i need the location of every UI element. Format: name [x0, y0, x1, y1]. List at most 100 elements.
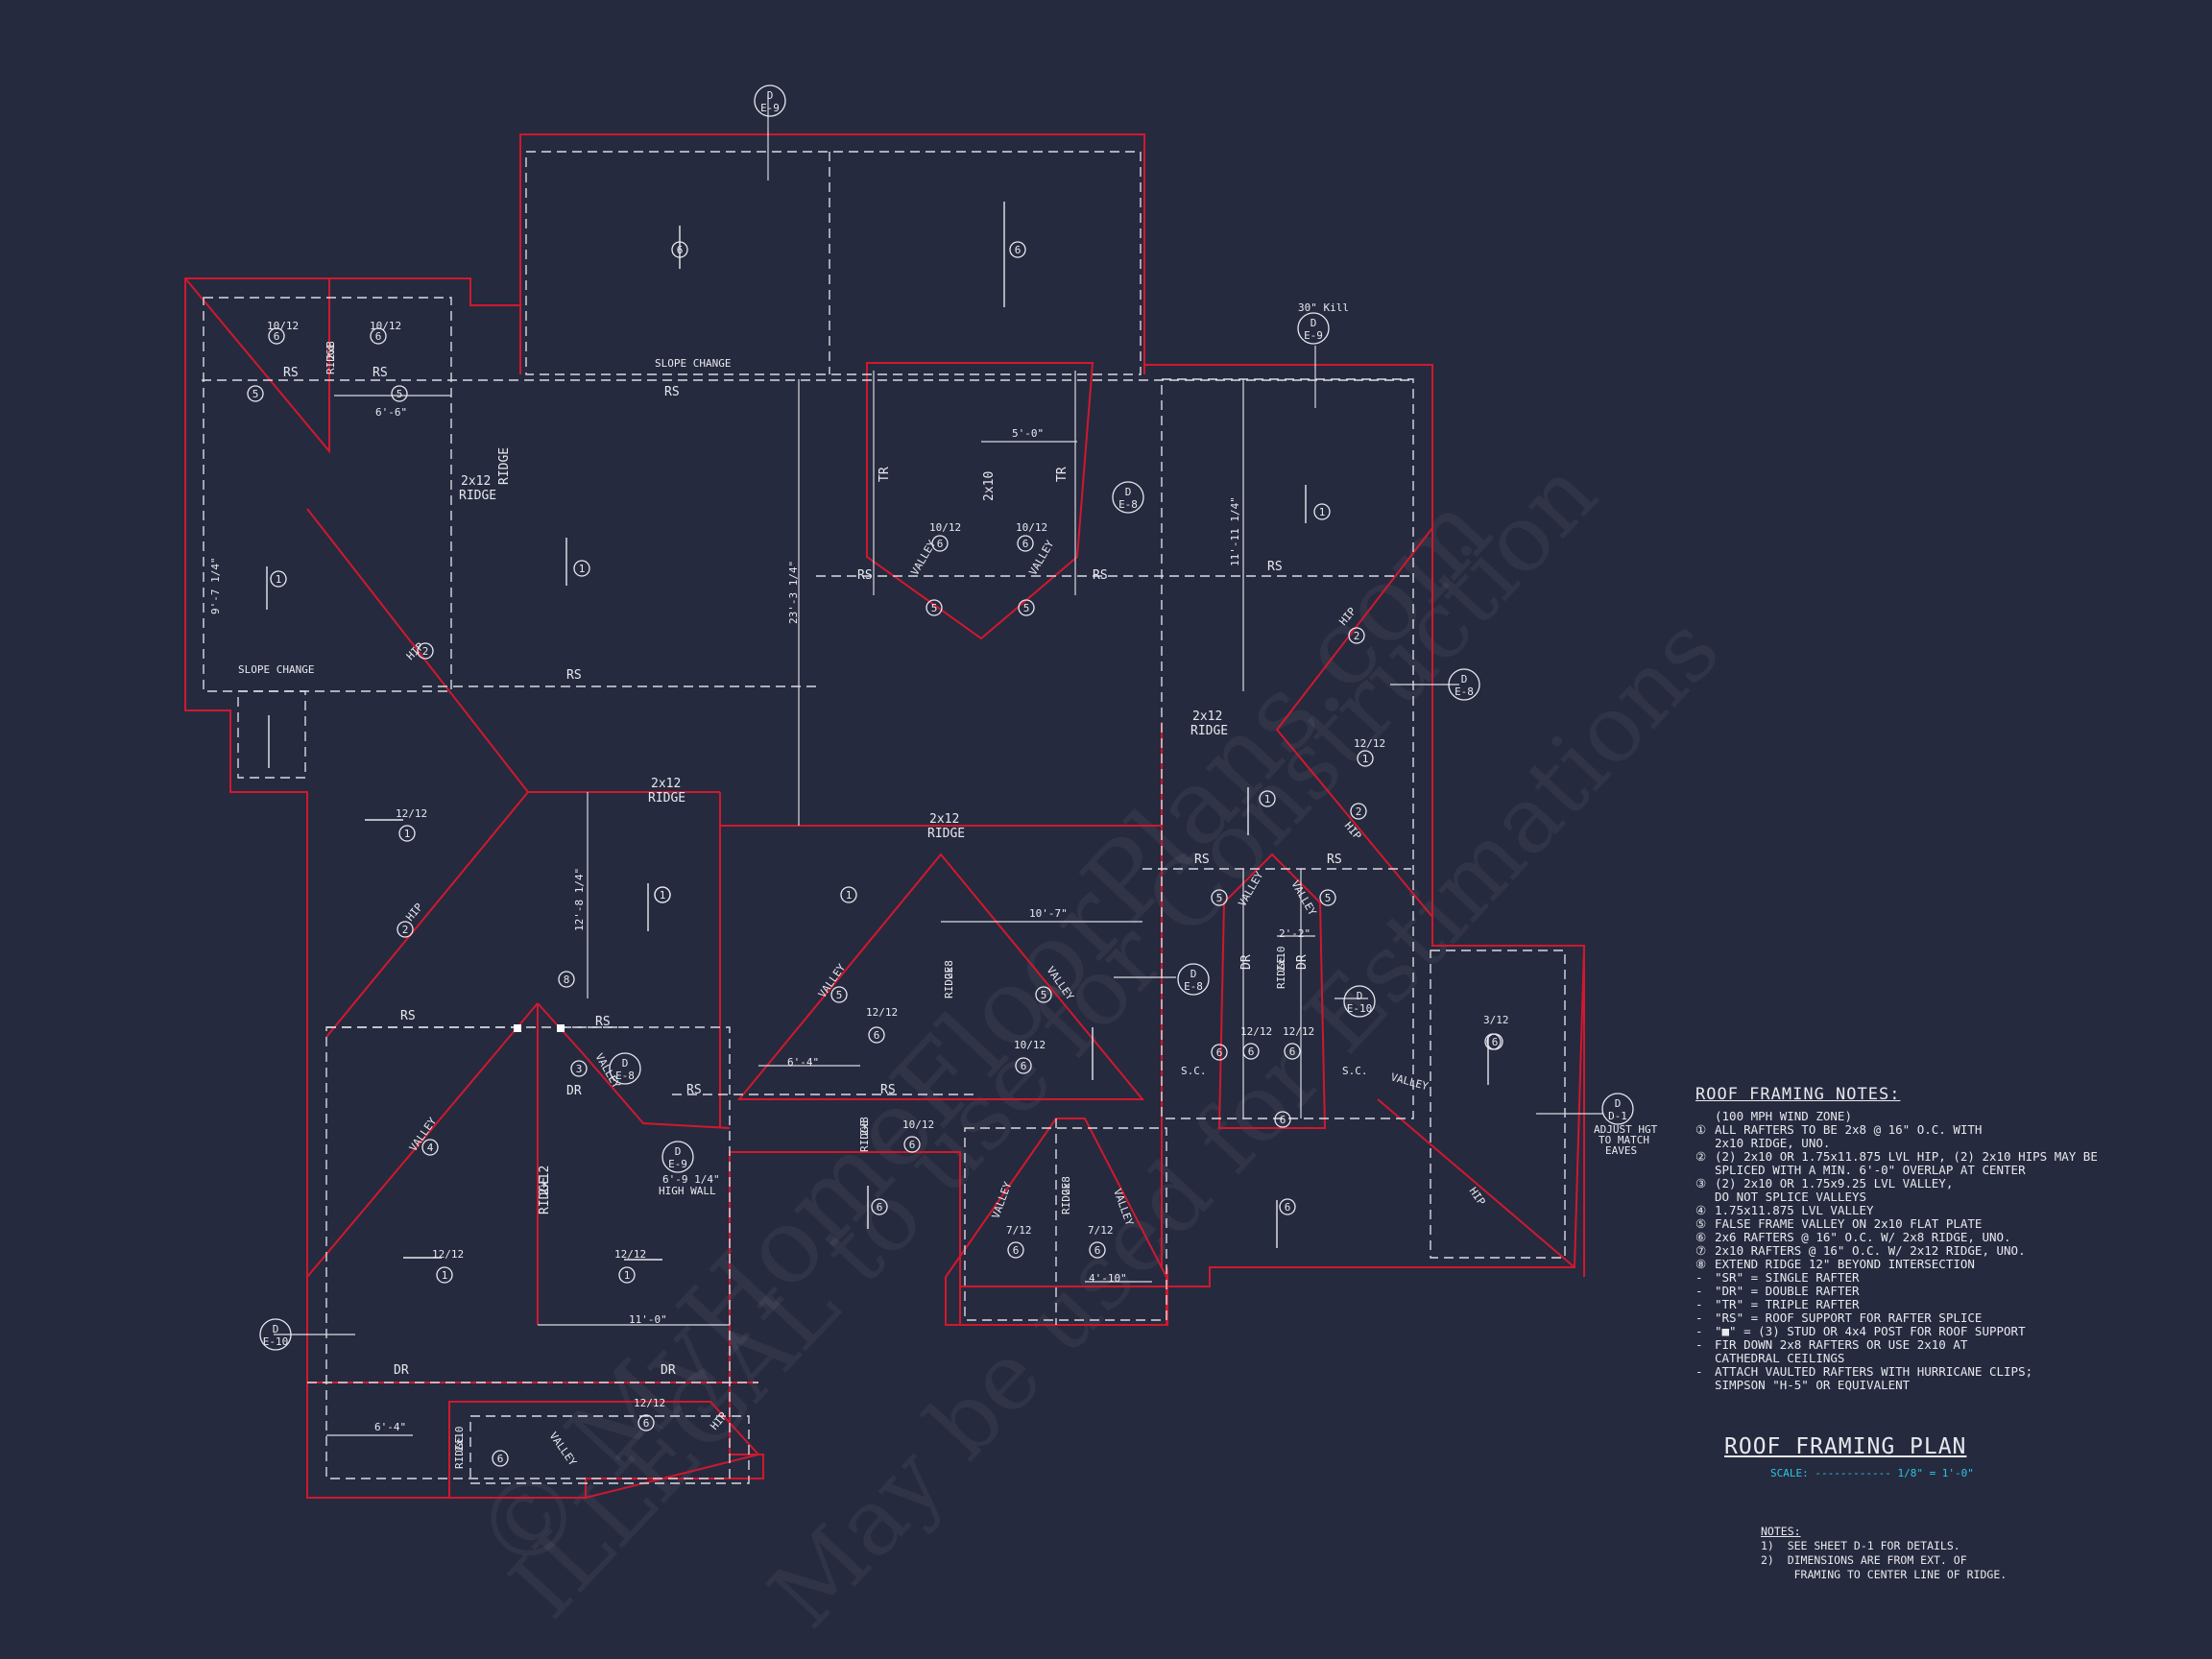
plan-label: D [622, 1057, 629, 1070]
plan-label: TR [878, 467, 892, 482]
plan-label: 30" Kill [1298, 301, 1349, 314]
note-marker: - [1695, 1270, 1703, 1285]
note-marker: - [1695, 1297, 1703, 1311]
slope-arrows [266, 202, 1489, 1261]
plan-label: 2'-2" [1279, 927, 1310, 940]
note-text: 1.75x11.875 LVL VALLEY [1715, 1203, 1874, 1217]
plan-label: 3/12 [1483, 1014, 1509, 1026]
plan-label: VALLEY [1026, 538, 1056, 577]
note-text: (100 MPH WIND ZONE) [1715, 1109, 1852, 1123]
plan-label: RIDGE [648, 791, 685, 805]
framing-note: -"SR" = SINGLE RAFTER [1695, 1271, 2195, 1285]
plan-label: RIDGE [858, 1120, 871, 1152]
plan-label: 9'-7 1/4" [209, 557, 222, 614]
plan-label: DR [661, 1363, 676, 1378]
plan-label: 5 [1023, 602, 1030, 614]
plan-label: D [1310, 317, 1317, 329]
plan-label: 6 [937, 538, 944, 550]
plan-label: 6 [1285, 1201, 1291, 1214]
plan-label: 1 [660, 889, 666, 902]
s-wing-dash [325, 1026, 731, 1479]
plan-label: 2x10 [453, 1427, 466, 1453]
callout-numbers: 6 6 6 6 5 5 1 1 2 1 6 6 5 5 1 1 2 2 1 5 … [252, 244, 1499, 1465]
note-marker: ④ [1695, 1203, 1707, 1217]
plan-label: 10/12 [929, 521, 961, 534]
plan-label: 12/12 [634, 1397, 665, 1409]
plan-label: 6 [874, 1029, 880, 1042]
note-text: 2x10 RAFTERS @ 16" O.C. W/ 2x12 RIDGE, U… [1715, 1243, 2026, 1258]
plan-label: 2 [1356, 805, 1362, 818]
plan-label: 12/12 [432, 1248, 464, 1261]
plan-label: 6 [1022, 538, 1029, 550]
plan-label: D [273, 1323, 279, 1335]
plan-label: D [1461, 673, 1468, 685]
plan-label: 6 [909, 1139, 916, 1151]
plan-label: RIDGE [325, 343, 337, 374]
plan-label: 6 [1280, 1114, 1286, 1126]
plan-label: 6 [677, 244, 684, 256]
plan-label: SLOPE CHANGE [655, 357, 731, 370]
note-marker [1695, 1352, 1715, 1365]
framing-note: DO NOT SPLICE VALLEYS [1695, 1190, 2195, 1204]
section-markers: D E-9 D E-9 D E-8 D E-8 D E-8 D E-10 D D… [263, 89, 1627, 1348]
plan-label: 1 [624, 1269, 631, 1282]
general-notes: NOTES: 1) SEE SHEET D-1 FOR DETAILS. 2) … [1761, 1525, 2007, 1582]
upper-roof-outline [519, 133, 1145, 374]
plan-label: 6 [643, 1417, 650, 1430]
plan-label: 2x10 [1275, 947, 1287, 973]
plan-label: 7/12 [1088, 1224, 1114, 1237]
se-bay-dash [1430, 950, 1566, 1259]
note-marker [1695, 1379, 1715, 1392]
framing-note: (100 MPH WIND ZONE) [1695, 1110, 2195, 1123]
plan-label: 1 [1362, 753, 1369, 765]
plan-label: RS [566, 668, 582, 683]
plan-label: HIGH WALL [659, 1185, 716, 1197]
plan-label: 5 [931, 602, 938, 614]
plan-label: 6'-9 1/4" [662, 1173, 720, 1186]
plan-label: HIP [1467, 1185, 1488, 1208]
plan-scale: SCALE: ------------ 1/8" = 1'-0" [1770, 1467, 1974, 1479]
plan-label: D [767, 89, 774, 102]
plan-label: RS [373, 366, 388, 380]
plan-label: RS [664, 385, 680, 399]
plan-label: VALLEY [1236, 869, 1265, 908]
note-text: "DR" = DOUBLE RAFTER [1715, 1284, 1860, 1298]
plan-label: RS [1327, 853, 1342, 867]
north-gable [866, 362, 1094, 640]
plan-label: 12/12 [1354, 737, 1385, 750]
dimension-lines [274, 94, 1603, 1436]
note-text: ATTACH VAULTED RAFTERS WITH HURRICANE CL… [1715, 1364, 2033, 1379]
plan-label: 23'-3 1/4" [787, 561, 800, 624]
plan-label: D-1 [1608, 1110, 1627, 1122]
plan-label: 5 [1041, 989, 1047, 1001]
plan-label: 7/12 [1006, 1224, 1032, 1237]
note-marker [1695, 1137, 1715, 1150]
porch-dash [964, 1127, 1167, 1321]
plan-label: E-10 [1347, 1002, 1373, 1015]
plan-label: 2 [1354, 630, 1360, 642]
plan-label: SLOPE CHANGE [238, 663, 314, 676]
east-bay [1432, 945, 1585, 1277]
plan-label: DR [1295, 954, 1310, 970]
notes-title: ROOF FRAMING NOTES: [1695, 1085, 1901, 1104]
plan-label: 12/12 [1283, 1025, 1314, 1038]
upper-roof-dash [525, 151, 1142, 375]
plan-label: DR [394, 1363, 409, 1378]
plan-label: 11'-0" [629, 1313, 667, 1326]
note-text: EXTEND RIDGE 12" BEYOND INTERSECTION [1715, 1257, 1975, 1271]
plan-label: 6 [274, 330, 280, 343]
plan-label: E-10 [263, 1335, 289, 1348]
plan-label: RIDGE [927, 827, 965, 841]
plan-label: 10/12 [1016, 521, 1047, 534]
hip-ne [1276, 527, 1433, 731]
note-marker [1695, 1164, 1715, 1177]
plan-label: 4'-10" [1089, 1272, 1127, 1285]
plan-label: RIDGE [1060, 1183, 1072, 1214]
plan-label: D [1125, 486, 1132, 498]
note-marker [1695, 1190, 1715, 1204]
plan-label: RIDGE [1190, 724, 1228, 738]
plan-label: 6 [1248, 1046, 1255, 1058]
plan-label: 8 [564, 974, 570, 986]
